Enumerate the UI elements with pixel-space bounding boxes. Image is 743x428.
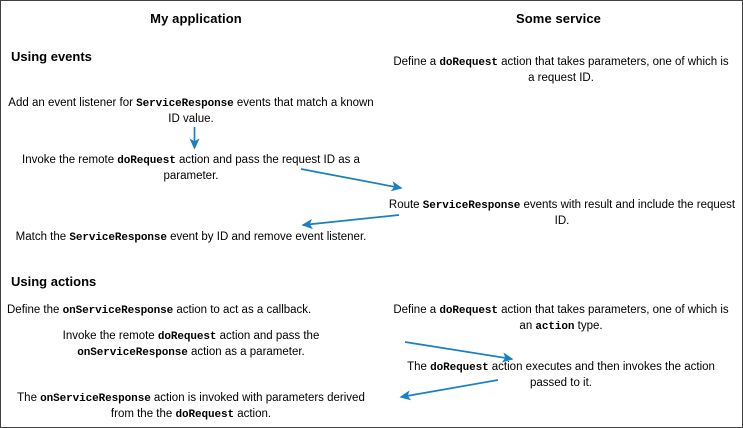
step-text-part: action is invoked with parameters derive…: [110, 392, 365, 420]
step-text-part: action executes and then invokes the act…: [488, 361, 715, 389]
step-text-part: event by ID and remove event listener.: [166, 231, 367, 243]
step-text-part: action to act as a callback.: [173, 304, 312, 316]
code-token-serviceresponse: ServiceResponse: [422, 200, 521, 212]
step-text-part: Invoke the remote: [22, 154, 118, 166]
step-define-dorequest-actions: Define a doRequest action that takes par…: [389, 303, 733, 335]
code-token-dorequest: doRequest: [439, 57, 498, 69]
arrow-action-to-service-icon: [404, 341, 514, 363]
step-text-part: The: [17, 392, 41, 404]
step-text-part: Define the: [7, 304, 63, 316]
code-token-serviceresponse: ServiceResponse: [69, 232, 167, 244]
step-add-event-listener: Add an event listener for ServiceRespons…: [7, 96, 375, 127]
step-text-part: Route: [388, 199, 423, 211]
step-match-serviceresponse: Match the ServiceResponse event by ID an…: [7, 230, 375, 246]
step-text-part: action as a parameter.: [187, 346, 305, 358]
step-text-part: The: [407, 361, 431, 373]
code-token-dorequest: doRequest: [175, 409, 234, 421]
step-text-part: action and pass the: [216, 330, 320, 342]
step-text-part: action that takes parameters, one of whi…: [497, 304, 729, 332]
step-invoke-remote-dorequest: Invoke the remote doRequest action and p…: [7, 153, 375, 184]
step-text-part: events that match a known ID value.: [168, 97, 374, 125]
step-text-part: Define a: [393, 56, 440, 68]
step-text-part: action.: [234, 408, 272, 420]
step-define-dorequest-events: Define a doRequest action that takes par…: [389, 55, 733, 86]
section-heading-using-events: Using events: [11, 49, 92, 64]
step-text-part: action that takes parameters, one of whi…: [497, 56, 729, 84]
step-text-part: Define a: [393, 304, 440, 316]
step-define-onserviceresponse: Define the onServiceResponse action to a…: [7, 303, 375, 319]
section-heading-using-actions: Using actions: [11, 274, 97, 289]
code-token-dorequest: doRequest: [117, 155, 176, 167]
arrow-response-to-app-icon: [301, 214, 400, 230]
step-route-serviceresponse: Route ServiceResponse events with result…: [387, 198, 737, 229]
code-token-onserviceresponse: onServiceResponse: [77, 347, 188, 359]
step-invoke-remote-dorequest-action: Invoke the remote doRequest action and p…: [7, 329, 375, 361]
code-token-dorequest: doRequest: [439, 305, 498, 317]
column-title-my-application: My application: [150, 11, 242, 26]
step-text-part: type.: [574, 320, 603, 332]
column-title-some-service: Some service: [515, 11, 602, 26]
step-onserviceresponse-invoked: The onServiceResponse action is invoked …: [7, 391, 375, 423]
step-text-part: Invoke the remote: [62, 330, 158, 342]
code-token-dorequest: doRequest: [157, 331, 217, 343]
step-text-part: action and pass the request ID as a para…: [163, 154, 360, 182]
step-text-part: Add an event listener for: [8, 97, 137, 109]
step-text-part: Match the: [15, 231, 70, 243]
code-token-dorequest: doRequest: [430, 362, 489, 374]
step-text-part: events with result and include the reque…: [520, 199, 736, 227]
code-token-serviceresponse: ServiceResponse: [136, 98, 234, 110]
code-token-onserviceresponse: onServiceResponse: [40, 393, 151, 405]
code-token-onserviceresponse: onServiceResponse: [62, 305, 174, 317]
step-dorequest-executes: The doRequest action executes and then i…: [389, 360, 733, 391]
code-token-action: action: [535, 321, 575, 333]
